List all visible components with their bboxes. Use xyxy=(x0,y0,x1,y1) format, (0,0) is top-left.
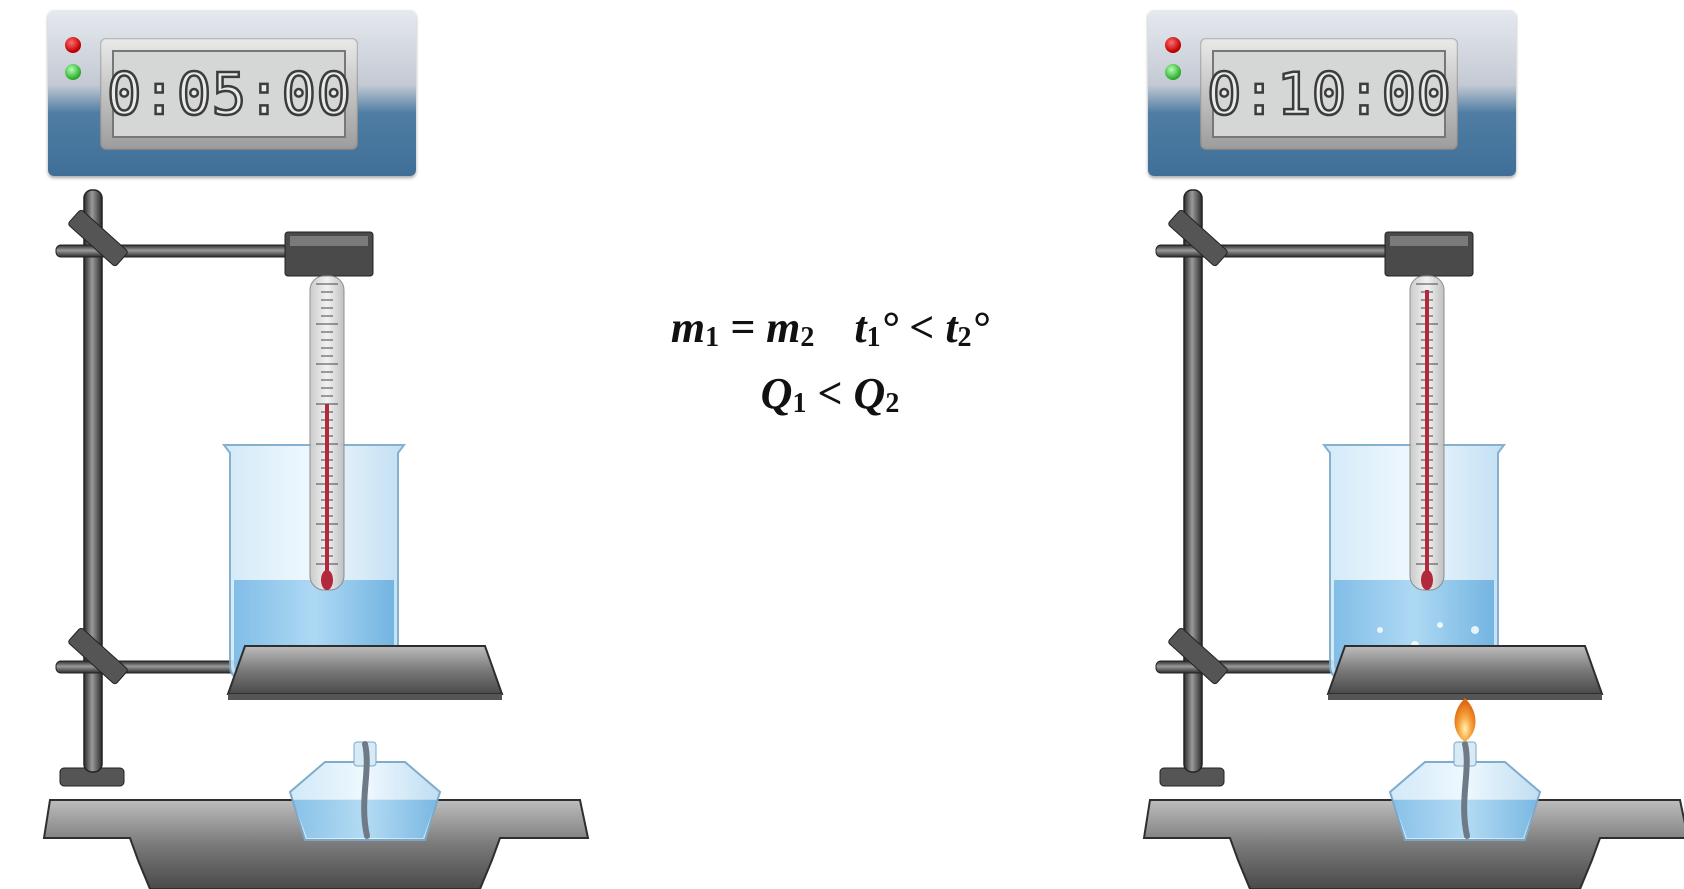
less-than-sign: < xyxy=(806,369,854,418)
temp-2-symbol: t xyxy=(945,303,958,352)
right-rig xyxy=(1142,189,1684,889)
temp-1-subscript: 1 xyxy=(866,322,881,353)
left-apparatus: 0:05:00 xyxy=(40,0,640,889)
stand-base xyxy=(42,799,590,889)
heat-1-subscript: 1 xyxy=(792,388,807,419)
timer-screen: 0:05:00 xyxy=(106,50,352,138)
timer-digits: 0:05:00 xyxy=(106,59,353,130)
left-rig xyxy=(42,189,590,889)
less-than-sign: < xyxy=(898,303,946,352)
timer-green-led xyxy=(1165,64,1181,80)
temp-2-subscript: 2 xyxy=(957,322,972,353)
mass-2-symbol: m xyxy=(766,303,801,352)
thermometer-bulb xyxy=(321,570,333,590)
heat-1-symbol: Q xyxy=(760,369,793,418)
mass-1-subscript: 1 xyxy=(705,322,720,353)
right-apparatus: 0:10:00 xyxy=(1140,0,1684,889)
timer-digits: 0:10:00 xyxy=(1206,59,1453,130)
burner-wick xyxy=(361,741,370,839)
stand-rod xyxy=(1183,189,1203,773)
mass-2-subscript: 2 xyxy=(800,322,815,353)
equals-sign: = xyxy=(719,303,767,352)
timer-screen: 0:10:00 xyxy=(1206,50,1452,138)
timer-red-led xyxy=(65,37,81,53)
lower-clamp-bracket xyxy=(1168,627,1228,685)
formula-line-2: Q1 < Q2 xyxy=(600,366,1060,432)
left-timer: 0:05:00 xyxy=(48,10,416,176)
thermometer-red-column xyxy=(1425,290,1429,576)
temp-1-degree: ° xyxy=(880,303,899,352)
timer-screen-frame: 0:05:00 xyxy=(100,38,358,150)
support-plate xyxy=(1326,645,1604,695)
flame-icon xyxy=(1454,698,1476,742)
bubble xyxy=(1437,622,1443,628)
right-timer: 0:10:00 xyxy=(1148,10,1516,176)
temp-1-symbol: t xyxy=(854,303,867,352)
thermometer-bulb xyxy=(1421,570,1433,590)
upper-clamp-bracket xyxy=(1168,209,1228,267)
lower-clamp-bracket xyxy=(68,627,128,685)
burner-wick xyxy=(1461,741,1470,839)
timer-screen-frame: 0:10:00 xyxy=(1200,38,1458,150)
timer-green-led xyxy=(65,64,81,80)
thermometer-red-column xyxy=(325,404,329,576)
mass-1-symbol: m xyxy=(670,303,706,352)
stand-base xyxy=(1142,799,1684,889)
bubble xyxy=(1377,627,1383,633)
heat-2-symbol: Q xyxy=(853,369,886,418)
stand-rod xyxy=(83,189,103,773)
temp-2-degree: ° xyxy=(971,303,990,352)
support-plate xyxy=(226,645,504,695)
upper-clamp-bracket xyxy=(68,209,128,267)
heat-2-subscript: 2 xyxy=(885,388,900,419)
timer-red-led xyxy=(1165,37,1181,53)
bubble xyxy=(1471,626,1479,634)
